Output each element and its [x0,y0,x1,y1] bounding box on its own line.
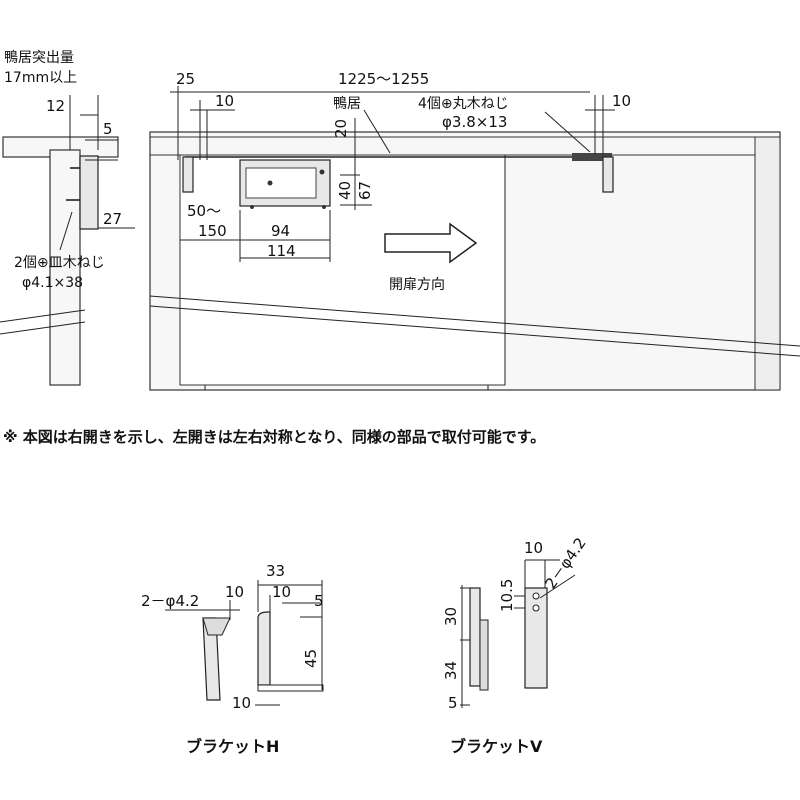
side-view: 鴨居突出量 17mm以上 12 5 27 2個⊕皿木ねじ φ4.1×38 [0,50,135,386]
frame-post [754,136,781,391]
bracket-v-hole-label: 2－φ4.2 [542,534,590,592]
front-screw-spec: φ3.8×13 [442,113,507,131]
bracket-v-side-plate [469,587,481,687]
front-dim-10-right: 10 [612,92,631,110]
bracket-h-dim-45: 45 [302,649,320,668]
bracket-h-title: ブラケットH [186,737,279,756]
side-screw-spec: φ4.1×38 [22,275,83,291]
front-dim-67: 67 [356,181,374,200]
break-line-lower [149,305,800,357]
opening-direction-label: 開扉方向 [389,277,445,293]
front-dim-40: 40 [336,181,354,200]
door-panel [179,154,506,386]
bracket-v-title: ブラケットV [450,737,543,756]
opening-direction-arrow [384,222,478,264]
bracket-v-drawing: 10 2－φ4.2 10.5 30 34 5 ブラケットV [442,534,590,756]
side-dim-27: 27 [103,210,122,228]
front-dim-25: 25 [176,70,195,88]
side-dim-12: 12 [46,97,65,115]
rail-end-bracket [572,153,612,161]
front-view: 25 10 1225～1255 鴨居 4個⊕丸木ねじ φ3.8×13 10 20… [149,70,800,391]
bracket-h-right-plate [257,611,271,686]
front-dim-150: 150 [198,222,227,240]
right-bracket [602,156,614,193]
bracket-h-hole-label: 2－φ4.2 [141,592,199,610]
break-line-upper [149,295,800,347]
kamoi-protrusion-value: 17mm以上 [4,70,77,86]
bracket-h-dim-10-bottom: 10 [232,694,251,712]
front-dim-94: 94 [271,222,290,240]
bracket-v-front-plate [524,587,548,689]
bracket-v-dim-30: 30 [442,607,460,626]
bracket-v-dim-10-5: 10.5 [498,579,516,612]
mounting-note: ※ 本図は右開きを示し、左開きは左右対称となり、同様の部品で取付可能です。 [3,428,545,446]
bracket-h-dim-10-mid: 10 [272,583,291,601]
kamoi-protrusion-label: 鴨居突出量 [4,50,74,66]
bracket-h-dim-10-top: 10 [225,583,244,601]
bracket-h-dim-33: 33 [266,562,285,580]
side-door-stile [49,149,81,386]
side-screw-label: 2個⊕皿木ねじ [14,255,105,271]
bracket-v-dim-5: 5 [448,694,458,712]
left-bracket [182,156,194,193]
side-dim-5: 5 [103,120,113,138]
bracket-h-dim-5: 5 [314,592,324,610]
kamoi-label: 鴨居 [333,96,361,112]
bracket-v-dim-10: 10 [524,539,543,557]
front-dim-range: 1225～1255 [338,70,429,88]
closer-body [245,167,317,199]
front-screw-label: 4個⊕丸木ねじ [418,96,509,112]
front-dim-20: 20 [332,119,350,138]
front-dim-50: 50～ [187,202,221,220]
side-bracket [79,155,99,230]
front-dim-114: 114 [267,242,296,260]
bracket-h-drawing: 2－φ4.2 10 33 10 5 45 10 ブラケットH [141,562,324,756]
bracket-v-dim-34: 34 [442,661,460,680]
front-dim-10-left: 10 [215,92,234,110]
